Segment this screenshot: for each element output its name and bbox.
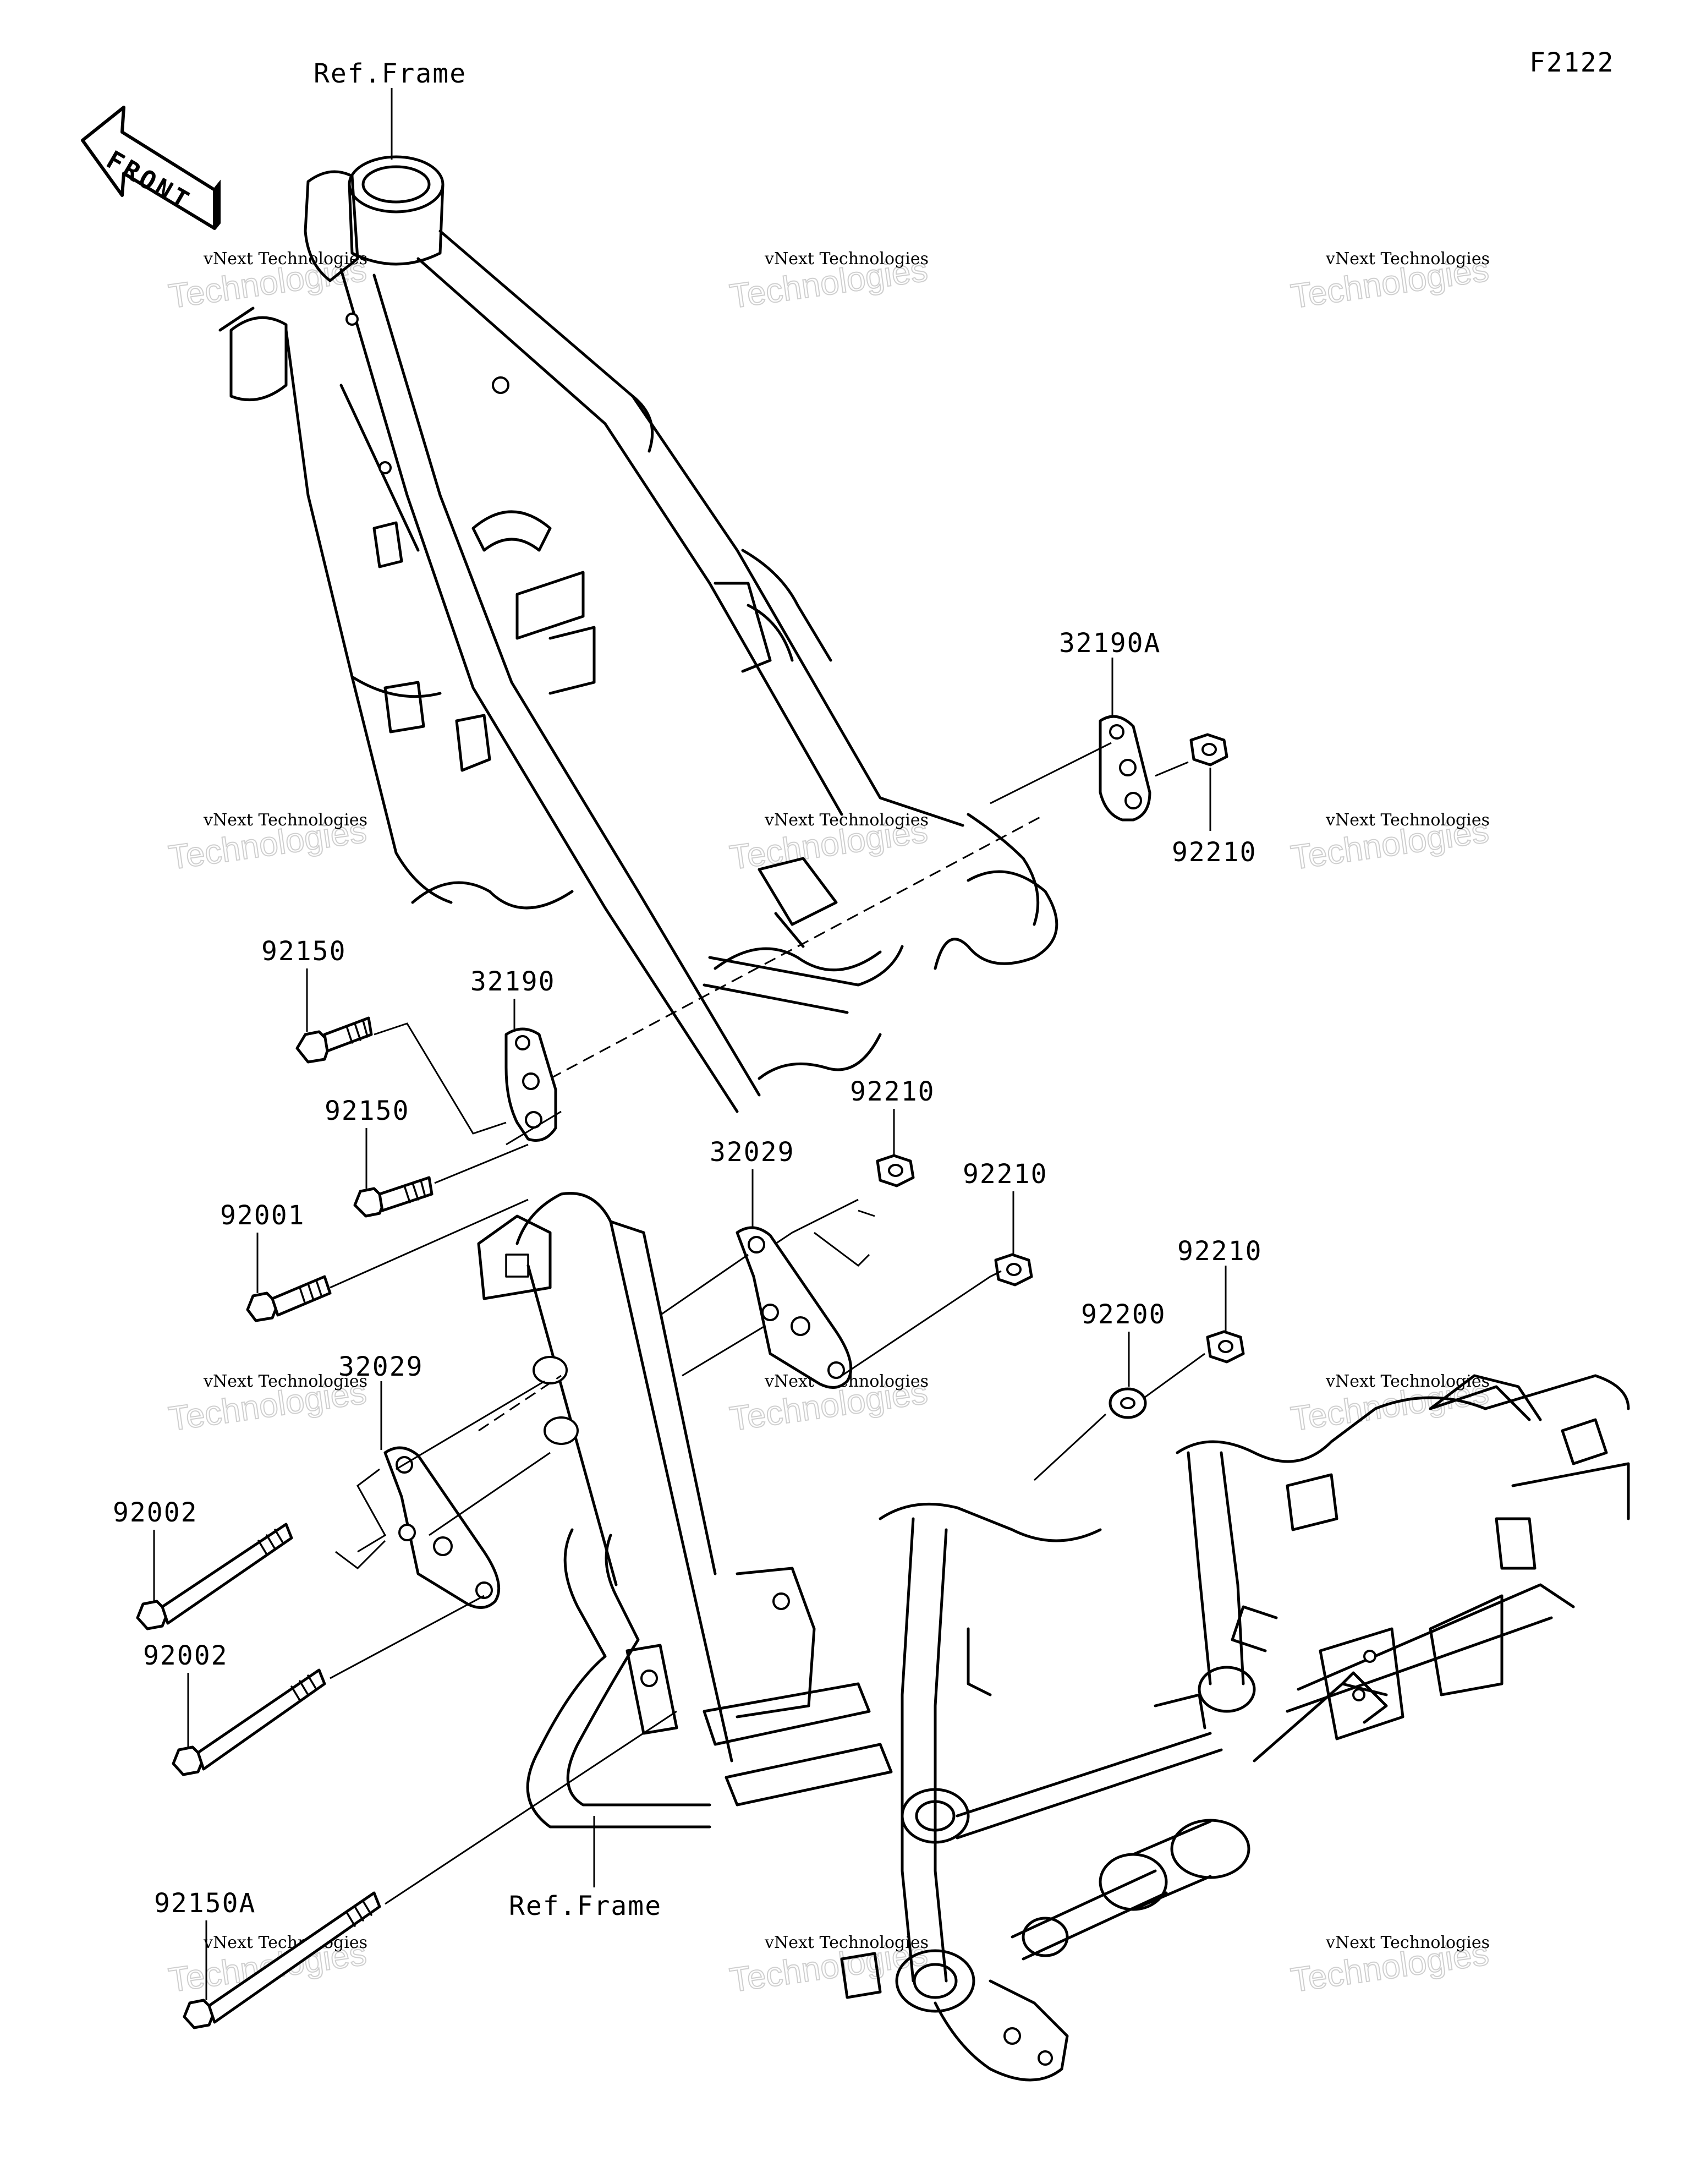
- svg-text:vNext Technologies: vNext Technologies: [764, 249, 929, 269]
- label-92210-b: 92210: [850, 1076, 935, 1107]
- alignment-lines: [478, 813, 1046, 1432]
- callout-labels: F2122 Ref.Frame 32190A 92210 92150 32190…: [113, 47, 1615, 1922]
- svg-text:vNext Technologies: vNext Technologies: [203, 811, 367, 830]
- label-92002-b: 92002: [143, 1640, 228, 1671]
- label-92150-b: 92150: [325, 1096, 410, 1126]
- label-ref-frame-bottom: Ref.Frame: [509, 1891, 662, 1922]
- part-32029-plate-a: [736, 1226, 853, 1389]
- lower-frame-drawing: [477, 1192, 1630, 2082]
- leader-lines: [153, 88, 1227, 2000]
- part-92210-nut-d: [1206, 1330, 1245, 1364]
- label-32190A: 32190A: [1059, 628, 1161, 659]
- leader-32190A-nut: [1155, 761, 1189, 777]
- assembly-lines: [330, 1022, 1205, 1905]
- part-92001-bolt: [246, 1275, 332, 1322]
- front-arrow-icon: FRONT: [81, 106, 221, 230]
- diagram-code: F2122: [1529, 47, 1615, 78]
- part-92200-washer: [1109, 1387, 1147, 1419]
- label-ref-frame-top: Ref.Frame: [314, 58, 467, 89]
- svg-text:vNext Technologies: vNext Technologies: [764, 1933, 929, 1952]
- part-92002-bolt-b: [172, 1668, 326, 1776]
- part-92002-bolt-a: [136, 1523, 293, 1630]
- part-92210-nut-b: [876, 1154, 915, 1187]
- svg-text:vNext Technologies: vNext Technologies: [764, 811, 929, 830]
- label-92210-a: 92210: [1172, 837, 1257, 868]
- label-32029-a: 32029: [710, 1137, 795, 1168]
- svg-text:vNext Technologies: vNext Technologies: [203, 249, 367, 269]
- upper-frame-drawing: [218, 155, 1058, 1113]
- part-32190A-bracket: [1099, 715, 1151, 822]
- label-92210-c: 92210: [963, 1159, 1048, 1190]
- svg-text:vNext Technologies: vNext Technologies: [203, 1372, 367, 1391]
- svg-text:vNext Technologies: vNext Technologies: [1325, 811, 1490, 830]
- label-92150A: 92150A: [154, 1888, 256, 1919]
- part-92210-nut-c: [994, 1253, 1033, 1287]
- svg-text:vNext Technologies: vNext Technologies: [203, 1933, 367, 1952]
- part-32190-bracket: [504, 1027, 557, 1142]
- svg-text:vNext Technologies: vNext Technologies: [1325, 1372, 1490, 1391]
- label-32029-b: 32029: [338, 1351, 424, 1382]
- part-32029-plate-b: [383, 1446, 501, 1609]
- leader-32190A-frame: [990, 742, 1112, 804]
- part-92210-nut-a: [1189, 733, 1228, 767]
- label-32190: 32190: [470, 966, 556, 997]
- label-92150-a: 92150: [261, 936, 347, 967]
- svg-text:vNext Technologies: vNext Technologies: [1325, 1933, 1490, 1952]
- svg-text:vNext Technologies: vNext Technologies: [1325, 249, 1490, 269]
- part-92150-bolt-a: [295, 1016, 373, 1064]
- part-92150-bolt-b: [353, 1176, 434, 1218]
- part-92150A-bolt: [183, 1891, 381, 2029]
- label-92200: 92200: [1081, 1299, 1166, 1330]
- label-92210-d: 92210: [1177, 1236, 1263, 1267]
- label-92001: 92001: [220, 1200, 305, 1231]
- label-92002-a: 92002: [113, 1497, 198, 1528]
